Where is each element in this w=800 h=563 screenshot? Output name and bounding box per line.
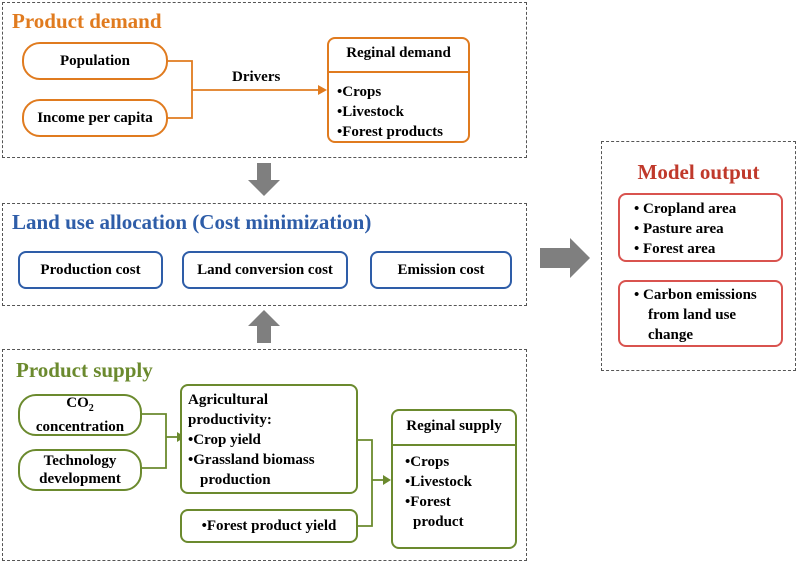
agricultural-productivity-list: Agricultural productivity: •Crop yield •… [188, 390, 315, 490]
land-area-output-box: • Cropland area • Pasture area • Forest … [618, 193, 783, 262]
demand-connectors [168, 60, 318, 119]
land-use-allocation-title: Land use allocation (Cost minimization) [12, 210, 372, 234]
carbon-emissions-list: • Carbon emissions from land use change [634, 285, 757, 345]
co2-label: CO2 [66, 395, 94, 414]
land-area-list: • Cropland area • Pasture area • Forest … [634, 199, 736, 259]
production-cost-label: Production cost [40, 261, 141, 278]
land-area-item: • Pasture area [634, 221, 724, 237]
agri-line: Agricultural [188, 392, 268, 408]
technology-development-box: Technology development [18, 449, 142, 491]
income-per-capita-box: Income per capita [22, 99, 168, 137]
forest-product-yield-box: •Forest product yield [180, 509, 358, 543]
agri-line: production [200, 472, 271, 488]
land-area-item: • Forest area [634, 241, 716, 257]
land-conversion-cost-box: Land conversion cost [182, 251, 348, 289]
income-per-capita-label: Income per capita [37, 109, 153, 126]
agri-line: •Crop yield [188, 432, 261, 448]
supply-connectors [142, 413, 384, 527]
land-use-allocation-panel [2, 203, 527, 306]
right-arrow-icon [540, 238, 590, 278]
product-supply-panel [2, 349, 527, 561]
emission-cost-label: Emission cost [397, 261, 485, 278]
carbon-line: change [648, 327, 693, 343]
regional-demand-item: •Livestock [337, 104, 404, 120]
regional-demand-box: Reginal demand •Crops •Livestock •Forest… [327, 37, 470, 143]
regional-demand-title: Reginal demand [346, 45, 451, 61]
concentration-label: concentration [35, 419, 125, 435]
carbon-line: • Carbon emissions [634, 287, 757, 303]
down-arrow-icon [248, 163, 280, 196]
technology-label: Technology [43, 453, 117, 469]
carbon-emissions-output-box: • Carbon emissions from land use change [618, 280, 783, 347]
land-conversion-cost-label: Land conversion cost [197, 261, 333, 278]
co2-concentration-box: CO2 concentration [18, 394, 142, 436]
regional-demand-list: •Crops •Livestock •Forest products [337, 82, 443, 142]
regional-supply-item: •Crops [405, 454, 450, 470]
model-output-title: Model output [637, 160, 760, 184]
drivers-arrowhead [318, 85, 327, 95]
land-area-item: • Cropland area [634, 201, 737, 217]
product-demand-panel [2, 2, 527, 158]
regional-supply-title: Reginal supply [406, 418, 502, 434]
development-label: development [39, 471, 121, 487]
carbon-line: from land use [648, 307, 737, 323]
supply-arrowhead [383, 475, 391, 485]
population-label: Population [59, 52, 131, 69]
production-cost-box: Production cost [18, 251, 163, 289]
forest-product-yield-label: •Forest product yield [201, 517, 337, 534]
regional-demand-item: •Forest products [337, 124, 443, 140]
product-supply-title: Product supply [16, 358, 153, 382]
regional-supply-list: •Crops •Livestock •Forest product [405, 452, 472, 532]
regional-supply-divider [393, 444, 515, 446]
population-box: Population [22, 42, 168, 80]
drivers-label: Drivers [232, 69, 281, 85]
regional-demand-item: •Crops [337, 84, 382, 100]
regional-supply-box: Reginal supply •Crops •Livestock •Forest… [391, 409, 517, 549]
regional-supply-item: •Forest [405, 494, 451, 510]
up-arrow-icon [248, 310, 280, 343]
product-demand-title: Product demand [12, 9, 162, 33]
model-output-panel [601, 141, 796, 371]
regional-demand-divider [329, 71, 468, 73]
agri-line: productivity: [188, 412, 272, 428]
emission-cost-box: Emission cost [370, 251, 512, 289]
agri-line: •Grassland biomass [188, 452, 315, 468]
agricultural-productivity-box: Agricultural productivity: •Crop yield •… [180, 384, 358, 494]
regional-supply-item: •Livestock [405, 474, 472, 490]
regional-supply-item: product [413, 514, 464, 530]
